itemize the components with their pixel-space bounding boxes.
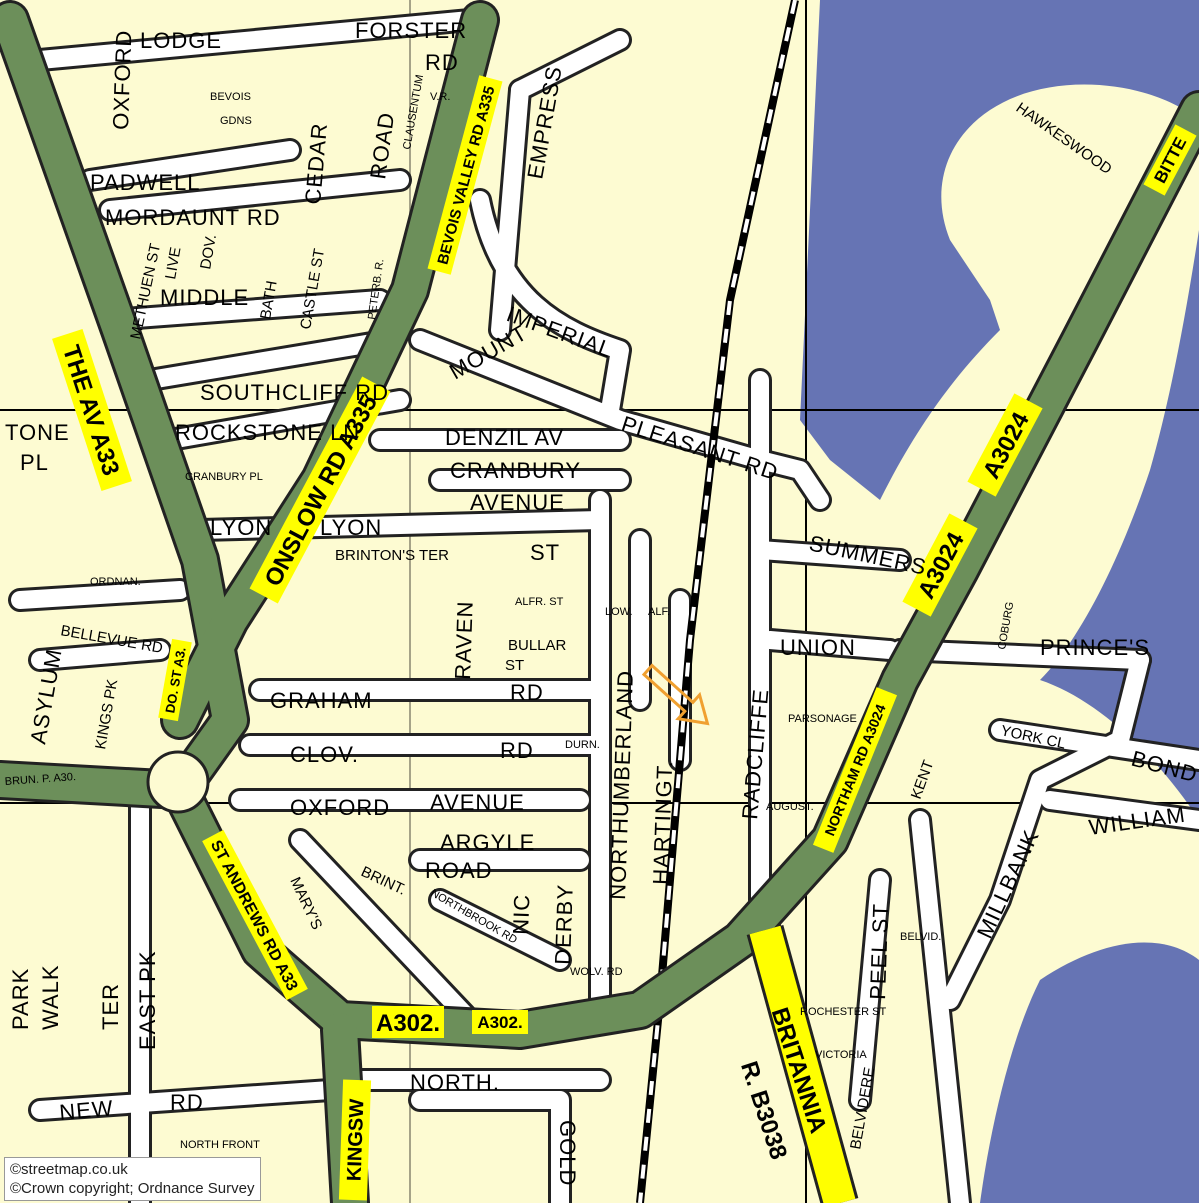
label-forster: FORSTER <box>355 18 467 43</box>
label-graham: GRAHAM <box>270 688 373 713</box>
label-brun-p: BRUN. P. A30. <box>4 771 76 788</box>
minor-roads <box>0 8 1199 1203</box>
label-alfr: ALFR. ST <box>515 596 564 608</box>
label-raven: RAVEN <box>450 600 478 680</box>
label-august: AUGUST. <box>766 801 814 813</box>
svg-text:A302.: A302. <box>376 1010 440 1037</box>
label-lodge: LODGE <box>140 28 222 53</box>
svg-text:KINGSW: KINGSW <box>344 1098 369 1181</box>
river-water <box>800 0 1199 500</box>
badge-a302-2: A302. <box>472 1010 528 1034</box>
b3038-road <box>746 924 859 1203</box>
label-new: NEW <box>58 1095 114 1125</box>
svg-text:A302.: A302. <box>477 1013 522 1032</box>
label-denzil: DENZIL AV <box>445 425 564 450</box>
label-pl: PL <box>20 450 49 475</box>
location-marker-arrow[interactable] <box>637 658 718 735</box>
label-nic: NIC <box>508 893 534 935</box>
label-gold: GOLD <box>555 1120 580 1186</box>
label-dov: DOV. <box>197 233 220 271</box>
label-ter: TER <box>98 983 123 1030</box>
label-harting: HARTINGT. <box>648 760 677 886</box>
label-oxford-n: OXFORD <box>108 29 136 130</box>
roundabout <box>146 750 210 814</box>
label-belvid: BELVID. <box>900 931 941 943</box>
label-bath: BATH <box>257 279 280 320</box>
label-durn: DURN. <box>565 739 600 751</box>
label-gdns: GDNS <box>220 115 252 127</box>
label-vr: V.R. <box>430 91 450 103</box>
label-east-pk: EAST PK <box>135 950 160 1050</box>
label-princes: PRINCE'S <box>1040 635 1150 660</box>
label-rd-a: RD <box>425 50 459 75</box>
label-alf: ALF. <box>648 606 670 618</box>
railway-line <box>636 0 799 1203</box>
label-walk: WALK <box>38 964 63 1030</box>
label-st-bullar: ST <box>505 657 524 674</box>
label-mordaunt: MORDAUNT RD <box>105 205 281 230</box>
label-north-front: NORTH FRONT <box>180 1139 260 1151</box>
credit-streetmap[interactable]: ©streetmap.co.uk <box>10 1161 128 1178</box>
label-rd-graham: RD <box>510 680 544 705</box>
label-avenue: AVENUE <box>470 490 565 515</box>
label-rockstone: ROCKSTONE LN <box>175 420 360 445</box>
label-cranbury-pl: CRANBURY PL <box>185 471 263 483</box>
label-rd-clov: RD <box>500 738 534 763</box>
label-argyle: ARGYLE <box>440 830 535 855</box>
badge-do-st: DO. ST A3. <box>158 638 192 722</box>
label-st-a: ST <box>530 540 560 565</box>
label-avenue2: AVENUE <box>430 790 525 815</box>
label-road-s: ROAD <box>425 858 493 883</box>
label-southcliff: SOUTHCLIFF RD <box>200 380 389 405</box>
label-clov: CLOV. <box>290 742 359 767</box>
label-bullar: BULLAR <box>508 637 567 654</box>
label-middle: MIDDLE <box>160 285 249 310</box>
label-rd-new: RD <box>170 1090 204 1115</box>
label-peel: PEEL ST <box>865 903 893 1000</box>
label-ordnan: ORDNAN. <box>90 576 141 588</box>
badge-kingsw: KINGSW <box>338 1079 372 1201</box>
label-bevois: BEVOIS <box>210 91 251 103</box>
river-water-south <box>980 942 1199 1203</box>
label-live: LIVE <box>162 246 184 281</box>
label-victoria: VICTORIA <box>815 1049 867 1061</box>
label-tone: TONE <box>5 420 70 445</box>
label-north: NORTH. <box>410 1070 500 1095</box>
label-union: UNION <box>780 635 856 660</box>
copyright-credit: ©streetmap.co.uk ©Crown copyright; Ordna… <box>4 1157 261 1201</box>
label-wolv: WOLV. RD <box>570 966 623 978</box>
label-parsonage: PARSONAGE <box>788 713 857 725</box>
label-cranbury: CRANBURY <box>450 458 581 483</box>
label-low: LOW. <box>605 606 633 618</box>
badge-a302-1: A302. <box>372 1006 444 1038</box>
label-rochester: ROCHESTER ST <box>800 1006 886 1018</box>
label-brinton: BRINTON'S TER <box>335 547 449 564</box>
label-lyon: LYON <box>210 515 272 540</box>
river-water-east <box>1040 230 1199 820</box>
label-lyon2: LYON <box>320 515 382 540</box>
label-park: PARK <box>8 968 33 1030</box>
label-derby: DERBY <box>550 884 578 966</box>
label-oxford-av: OXFORD <box>290 795 390 820</box>
credit-ordnance-survey: ©Crown copyright; Ordnance Survey <box>10 1180 255 1197</box>
label-padwell: PADWELL <box>90 170 201 195</box>
